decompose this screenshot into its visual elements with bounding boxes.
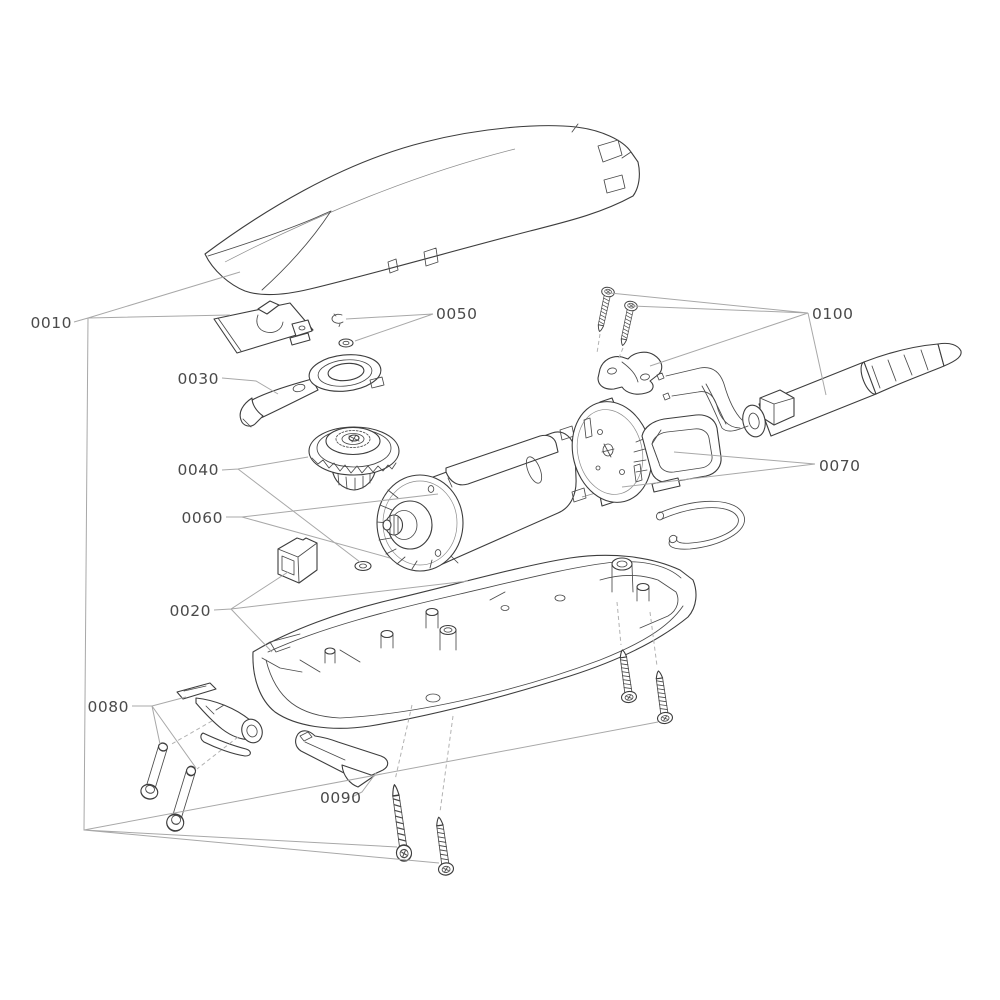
leader-0040 bbox=[221, 456, 361, 563]
callout-labels: 0010 0030 0040 0060 0020 0080 0090 0050 … bbox=[31, 305, 860, 807]
callout-0060: 0060 bbox=[182, 509, 223, 527]
leader-0020 bbox=[213, 571, 469, 653]
callout-0070: 0070 bbox=[819, 457, 860, 475]
screw-housing-bottom-1 bbox=[386, 782, 414, 863]
power-cord bbox=[701, 342, 962, 438]
hanger-clip bbox=[295, 730, 389, 788]
bottom-housing bbox=[252, 554, 697, 729]
leader-0060 bbox=[226, 493, 439, 559]
screw-housing-right-2 bbox=[650, 669, 674, 726]
leader-0050 bbox=[345, 313, 434, 342]
leader-0090 bbox=[351, 772, 377, 798]
callout-0100: 0100 bbox=[812, 305, 853, 323]
lever-pin-2 bbox=[163, 763, 202, 834]
callout-0040: 0040 bbox=[178, 461, 219, 479]
leader-0030 bbox=[221, 377, 279, 395]
callout-0050: 0050 bbox=[436, 305, 477, 323]
switch-block bbox=[633, 414, 722, 493]
motor-bracket-plate bbox=[571, 397, 653, 507]
adjust-lever-assembly bbox=[176, 682, 263, 757]
cord-clamp bbox=[597, 351, 663, 395]
callout-0020: 0020 bbox=[170, 602, 211, 620]
leader-0080 bbox=[132, 696, 197, 769]
leader-0070 bbox=[621, 451, 816, 488]
screw-housing-bottom-2 bbox=[430, 815, 455, 877]
leader-0100 bbox=[609, 292, 827, 396]
retaining-ring-and-washer bbox=[331, 313, 354, 348]
lever-pin-1 bbox=[138, 740, 173, 802]
callout-0090: 0090 bbox=[320, 789, 361, 807]
top-housing-cover bbox=[204, 123, 640, 296]
pivot-lever bbox=[239, 354, 385, 428]
assembly-axis-lines bbox=[169, 333, 658, 813]
wire-loop bbox=[656, 500, 745, 550]
callout-0010: 0010 bbox=[31, 314, 72, 332]
leader-lines bbox=[73, 271, 827, 864]
mounting-plate bbox=[213, 300, 314, 354]
callout-0030: 0030 bbox=[178, 370, 219, 388]
slide-block bbox=[277, 537, 318, 584]
callout-0080: 0080 bbox=[88, 698, 129, 716]
gear-washer bbox=[354, 560, 372, 572]
gear-wheel bbox=[308, 426, 400, 491]
screw-cord-2 bbox=[615, 299, 639, 348]
leader-0010 bbox=[73, 271, 659, 864]
